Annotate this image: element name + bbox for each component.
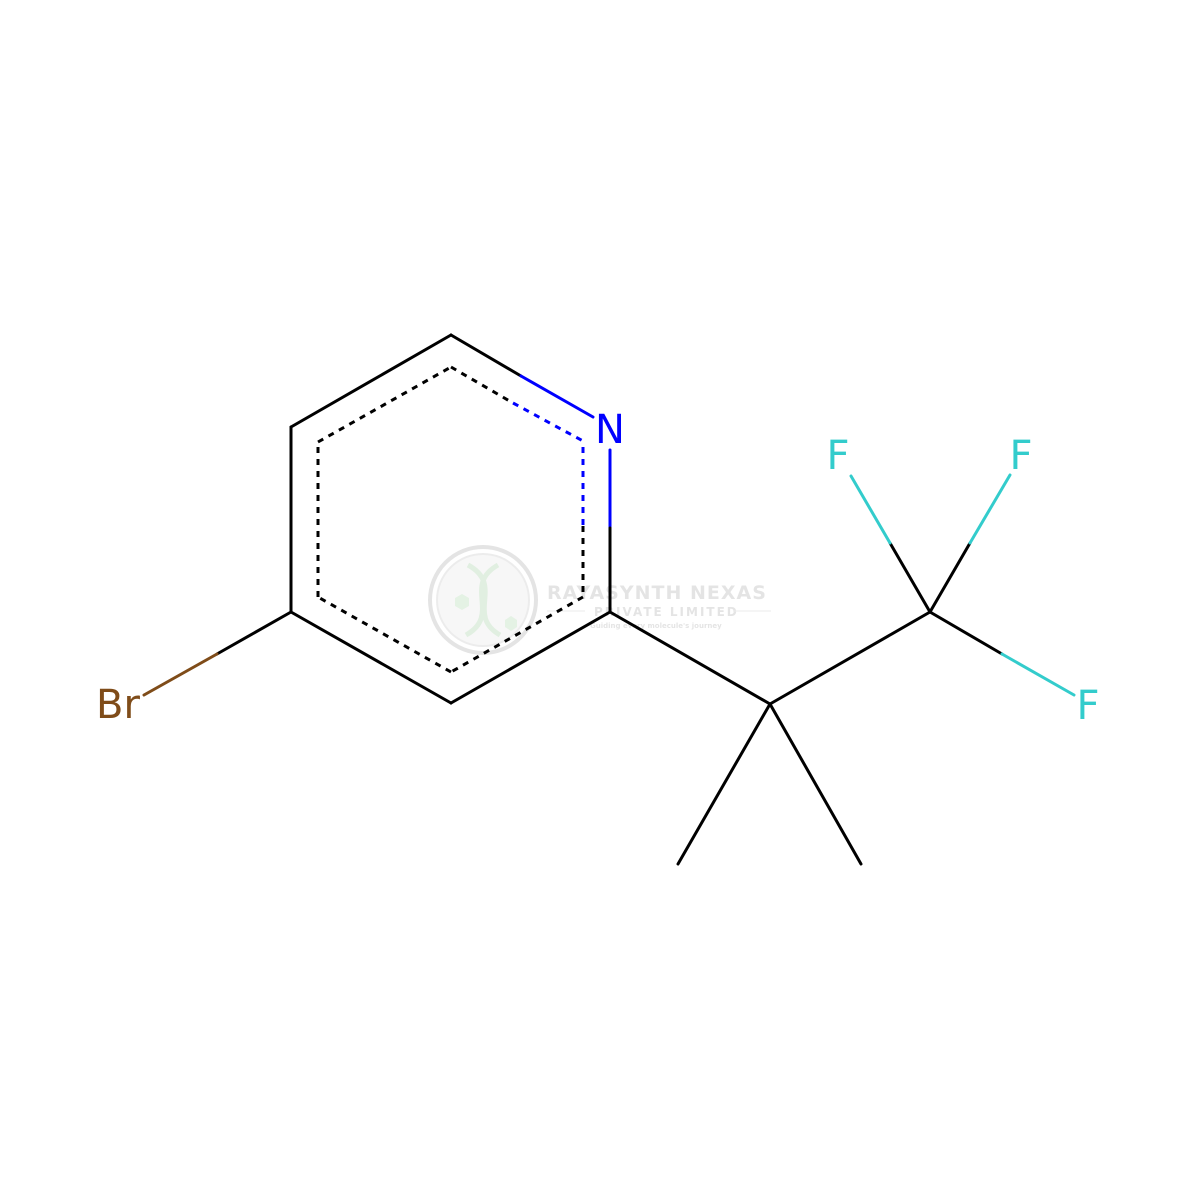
bond-cq-methyl-1 [676, 702, 772, 866]
atom-label-bromine: Br [96, 682, 140, 728]
aromatic-dashed-bonds [316, 365, 585, 674]
bond-c6-n-blue [519, 374, 595, 419]
bond-cf3-f3-black [928, 610, 1004, 656]
atom-label-fluorine-3: F [1076, 683, 1099, 729]
aromatic-c2-c3 [450, 595, 584, 674]
aromatic-c6-n-blue [512, 401, 584, 443]
bond-cf3-f2-cyan [968, 473, 1012, 545]
bond-cf3-f3-cyan [1000, 652, 1076, 697]
watermark-helix-icon [464, 562, 502, 638]
watermark-subtitle: PRIVATE LIMITED [594, 605, 739, 619]
bond-c5-c6 [289, 333, 453, 429]
watermark-title: RAYASYNTH NEXAS [547, 582, 767, 604]
bond-c4-br-black [215, 610, 293, 656]
bond-c3-c4 [289, 610, 453, 705]
aromatic-c3-c4 [317, 595, 452, 674]
watermark-hexagon-icon [455, 594, 469, 610]
ring-bonds [289, 333, 612, 705]
watermark: RAYASYNTH NEXAS PRIVATE LIMITED Guiding … [428, 545, 771, 655]
bond-c2-cq [608, 610, 772, 706]
watermark-tagline: Guiding every molecule's journey [590, 622, 722, 630]
atom-label-fluorine-2: F [1009, 433, 1032, 479]
bond-cf3-f2-black [928, 541, 972, 614]
aromatic-c5-c6 [317, 365, 452, 444]
bond-cf3-f1-black [888, 541, 932, 614]
bond-cq-cf3 [768, 610, 932, 706]
bond-c4-br-brown [142, 652, 219, 697]
bond-c6-n-black [449, 333, 523, 378]
substituent-bonds [142, 473, 1076, 866]
atom-label-fluorine-1: F [826, 433, 849, 479]
aromatic-c6-n-black [450, 365, 514, 405]
watermark-logo-ring [428, 545, 538, 655]
bond-c2-c3 [449, 610, 612, 705]
bond-cq-methyl-2 [768, 702, 863, 866]
atom-label-nitrogen: N [595, 407, 625, 453]
bond-cf3-f1-cyan [849, 474, 892, 545]
watermark-hexagon-icon-2 [505, 616, 517, 631]
